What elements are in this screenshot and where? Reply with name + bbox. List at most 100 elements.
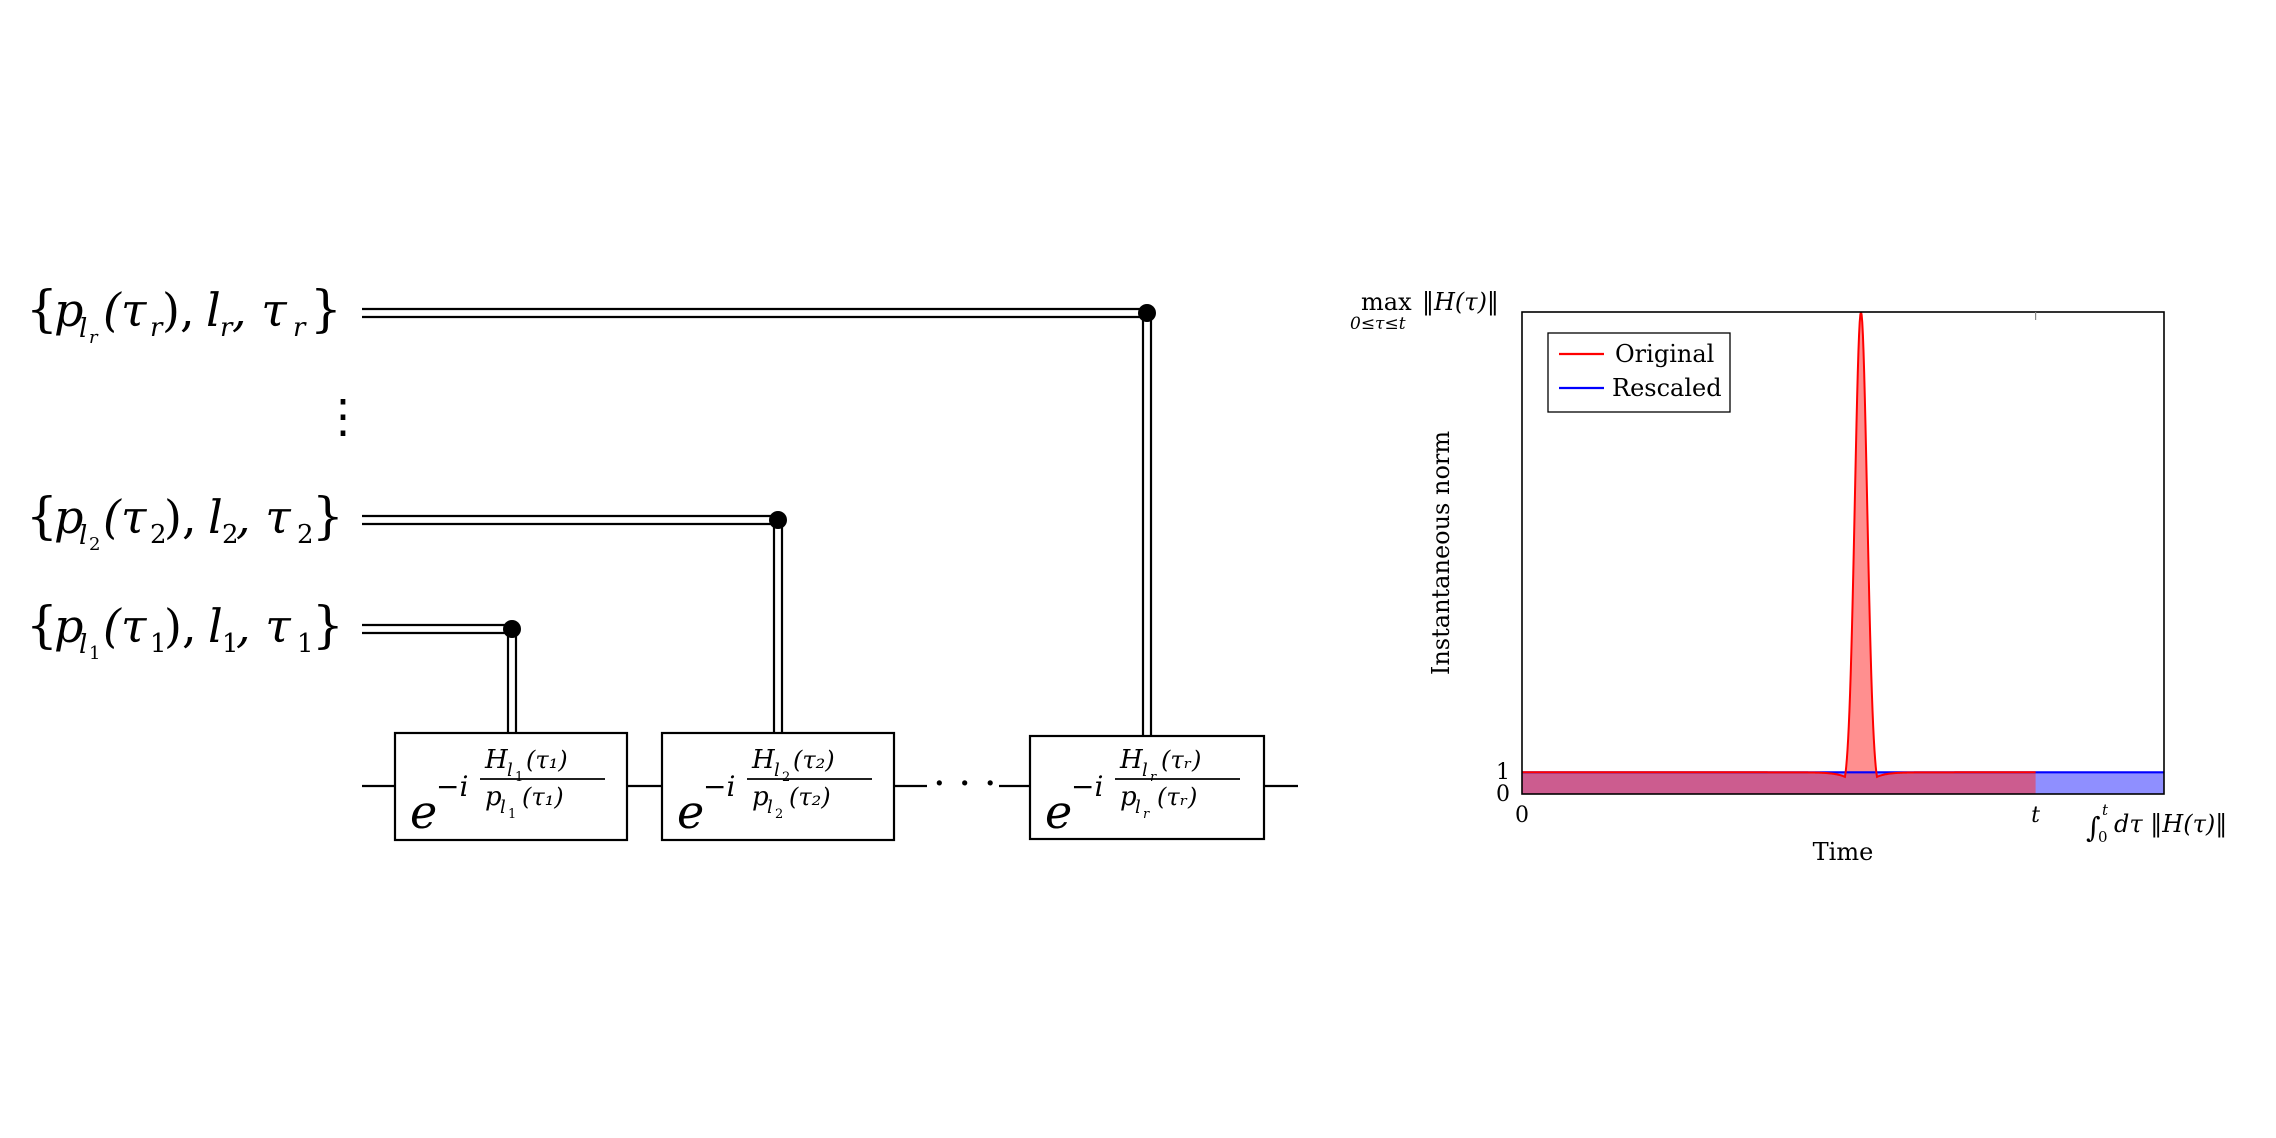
arg-sub: r bbox=[150, 313, 164, 343]
svg-text:(τ₁): (τ₁) bbox=[526, 746, 568, 774]
svg-text:∫: ∫ bbox=[2086, 811, 2101, 844]
svg-text:1: 1 bbox=[508, 807, 516, 822]
svg-text:(τ₂): (τ₂) bbox=[793, 746, 835, 774]
gate-ellipsis: · · · bbox=[933, 761, 997, 807]
svg-text:(τᵣ): (τᵣ) bbox=[1161, 746, 1201, 774]
svg-text:p: p bbox=[752, 782, 769, 812]
svg-text:p: p bbox=[1120, 782, 1137, 812]
svg-text:2: 2 bbox=[782, 770, 790, 785]
svg-text:(τ: (τ bbox=[103, 599, 148, 653]
svg-text:H: H bbox=[1119, 745, 1144, 775]
svg-text:0≤τ≤t: 0≤τ≤t bbox=[1350, 314, 1406, 334]
p-symbol: p bbox=[54, 283, 83, 337]
svg-text:e: e bbox=[677, 785, 704, 839]
y-axis-label: Instantaneous norm bbox=[1427, 431, 1455, 676]
svg-text:1: 1 bbox=[150, 629, 167, 659]
l-symbol: l bbox=[206, 283, 221, 337]
svg-text:e: e bbox=[410, 785, 437, 839]
svg-text:2: 2 bbox=[89, 534, 100, 555]
tau-symbol: , τ bbox=[232, 283, 288, 337]
register-label-r: { p l r (τ r ), l r , τ r } bbox=[26, 280, 342, 348]
classical-wire-r bbox=[362, 304, 1156, 736]
svg-text:l: l bbox=[507, 760, 513, 781]
svg-text:p: p bbox=[485, 782, 502, 812]
svg-text:−i: −i bbox=[436, 770, 468, 803]
svg-text:1: 1 bbox=[515, 770, 523, 785]
x-end-label: ∫ t 0 dτ ‖H(τ)‖ bbox=[2086, 801, 2227, 846]
chart-areas bbox=[1522, 311, 2164, 794]
svg-text:r: r bbox=[1150, 770, 1157, 785]
x-tick-label: t bbox=[2031, 803, 2040, 828]
tau-sub: r bbox=[293, 313, 307, 343]
svg-text:−i: −i bbox=[1071, 770, 1103, 803]
legend-label-rescaled: Rescaled bbox=[1612, 374, 1722, 402]
legend-label-original: Original bbox=[1615, 340, 1714, 368]
svg-text:}: } bbox=[312, 487, 344, 545]
svg-text:H: H bbox=[751, 745, 776, 775]
svg-text:‖H(τ)‖: ‖H(τ)‖ bbox=[1422, 288, 1499, 317]
svg-text:),: ), bbox=[164, 490, 197, 544]
p-subscript: l bbox=[79, 314, 87, 344]
svg-text:l: l bbox=[500, 797, 506, 818]
svg-text:),: ), bbox=[164, 599, 197, 653]
svg-text:H: H bbox=[484, 745, 509, 775]
norm-chart: max 0≤τ≤t ‖H(τ)‖ 1 0 0 t ∫ t 0 dτ ‖H(τ)‖… bbox=[1350, 288, 2227, 866]
svg-text:p: p bbox=[54, 490, 83, 544]
svg-text:l: l bbox=[208, 490, 223, 544]
control-dot bbox=[769, 511, 787, 529]
svg-text:1: 1 bbox=[89, 643, 100, 664]
register-label-2: { p l 2 (τ 2 ), l 2 , τ 2 } bbox=[26, 487, 344, 555]
quantum-wire: · · · bbox=[362, 761, 1298, 807]
legend-box bbox=[1547, 332, 1731, 413]
svg-text:−i: −i bbox=[703, 770, 735, 803]
svg-text:}: } bbox=[312, 596, 344, 654]
svg-text:2: 2 bbox=[775, 807, 783, 822]
y-tick-label: 0 bbox=[1496, 782, 1510, 807]
svg-text:, τ: , τ bbox=[236, 490, 292, 544]
control-dot bbox=[503, 620, 521, 638]
svg-text:, τ: , τ bbox=[236, 599, 292, 653]
original-line bbox=[1522, 311, 2036, 779]
svg-text:l: l bbox=[774, 760, 780, 781]
svg-text:e: e bbox=[1045, 785, 1072, 839]
svg-text:dτ ‖H(τ)‖: dτ ‖H(τ)‖ bbox=[2114, 810, 2227, 839]
svg-text:1: 1 bbox=[222, 629, 239, 659]
set-close-brace: } bbox=[310, 280, 342, 338]
arg-close: ), bbox=[162, 283, 195, 337]
gate-1: e −i H l 1 (τ₁) p l 1 (τ₁) bbox=[393, 731, 629, 842]
svg-text:l: l bbox=[79, 521, 87, 551]
svg-text:2: 2 bbox=[297, 520, 314, 550]
svg-text:max: max bbox=[1361, 288, 1412, 316]
svg-text:l: l bbox=[208, 599, 223, 653]
svg-text:(τᵣ): (τᵣ) bbox=[1157, 783, 1197, 811]
gate-2: e −i H l 2 (τ₂) p l 2 (τ₂) bbox=[660, 731, 896, 842]
svg-text:2: 2 bbox=[222, 520, 239, 550]
set-open-brace: { bbox=[26, 280, 58, 338]
y-top-label: max 0≤τ≤t ‖H(τ)‖ bbox=[1350, 288, 1499, 334]
legend: Original Rescaled bbox=[1547, 332, 1731, 413]
svg-text:l: l bbox=[1142, 760, 1148, 781]
y-tick-label: 1 bbox=[1496, 760, 1510, 785]
plot-frame bbox=[1521, 311, 2165, 795]
classical-wire-1 bbox=[362, 620, 521, 733]
x-tick-label: 0 bbox=[1515, 803, 1529, 828]
vertical-dots: ⋮ bbox=[320, 389, 366, 443]
gate-r: e −i H l r (τᵣ) p l r (τᵣ) bbox=[1028, 734, 1266, 841]
register-label-1: { p l 1 (τ 1 ), l 1 , τ 1 } bbox=[26, 596, 344, 664]
svg-text:p: p bbox=[54, 599, 83, 653]
svg-text:0: 0 bbox=[2098, 828, 2108, 846]
svg-text:l: l bbox=[767, 797, 773, 818]
control-dot bbox=[1138, 304, 1156, 322]
svg-text:{: { bbox=[26, 487, 58, 545]
l-sub: r bbox=[220, 313, 234, 343]
svg-text:1: 1 bbox=[297, 629, 314, 659]
svg-text:t: t bbox=[2102, 801, 2109, 819]
svg-text:l: l bbox=[1135, 797, 1141, 818]
p-subsubscript: r bbox=[89, 327, 99, 348]
circuit-diagram: { p l r (τ r ), l r , τ r } ⋮ { p l 2 (τ… bbox=[26, 280, 1298, 842]
svg-text:2: 2 bbox=[150, 520, 167, 550]
x-axis-label: Time bbox=[1813, 838, 1874, 866]
svg-text:(τ₁): (τ₁) bbox=[522, 783, 564, 811]
arg-tau: (τ bbox=[103, 283, 148, 337]
